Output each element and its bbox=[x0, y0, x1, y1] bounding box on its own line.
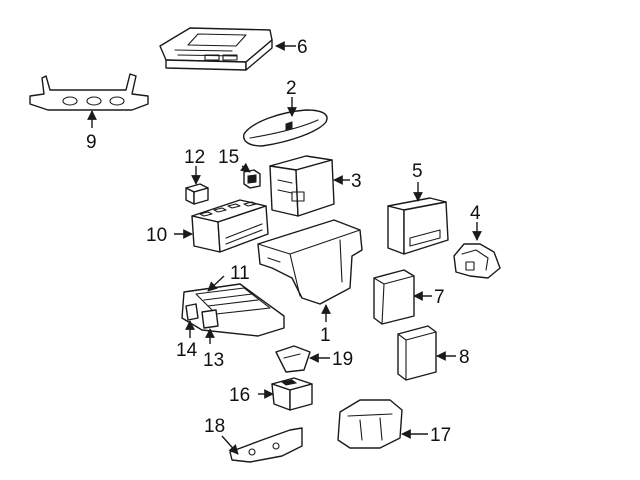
callout-12: 12 bbox=[184, 147, 205, 168]
part-3-module bbox=[269, 155, 335, 217]
part-9-bracket bbox=[29, 73, 149, 111]
part-1-housing bbox=[257, 219, 363, 305]
callout-9: 9 bbox=[86, 132, 97, 153]
callout-18: 18 bbox=[204, 416, 225, 437]
part-18-bracket bbox=[229, 427, 303, 463]
callout-16: 16 bbox=[229, 385, 250, 406]
callout-8: 8 bbox=[459, 347, 470, 368]
callout-1: 1 bbox=[320, 325, 331, 346]
callout-19: 19 bbox=[332, 349, 353, 370]
callout-3: 3 bbox=[351, 171, 362, 192]
part-16-relay bbox=[271, 377, 313, 411]
part-12-relay bbox=[185, 183, 209, 205]
part-2-cover bbox=[243, 109, 328, 147]
part-8-module bbox=[397, 325, 437, 381]
callout-17: 17 bbox=[430, 425, 451, 446]
callout-13: 13 bbox=[203, 350, 224, 371]
part-17-mount bbox=[337, 399, 403, 449]
part-19-bracket bbox=[275, 345, 311, 373]
part-10-fuse-box bbox=[191, 199, 269, 253]
part-13-relay bbox=[201, 309, 219, 329]
part-6-control-module bbox=[159, 27, 273, 71]
callout-4: 4 bbox=[470, 203, 481, 224]
callout-14: 14 bbox=[176, 340, 198, 361]
callout-6: 6 bbox=[297, 37, 308, 58]
leader-lines bbox=[87, 41, 482, 455]
part-4-sensor bbox=[453, 243, 501, 279]
callout-15: 15 bbox=[218, 147, 239, 168]
callout-11: 11 bbox=[230, 263, 250, 284]
part-15-fuse bbox=[243, 169, 261, 189]
callout-2: 2 bbox=[286, 78, 297, 99]
part-7-module bbox=[373, 269, 415, 325]
callout-labels: 6 2 9 12 15 3 5 4 10 11 7 1 8 19 14 13 1… bbox=[86, 37, 481, 446]
part-5-control-unit bbox=[387, 197, 449, 255]
callout-5: 5 bbox=[412, 161, 423, 182]
part-14-connector bbox=[185, 303, 199, 321]
callout-7: 7 bbox=[434, 287, 445, 308]
callout-10: 10 bbox=[146, 225, 167, 246]
